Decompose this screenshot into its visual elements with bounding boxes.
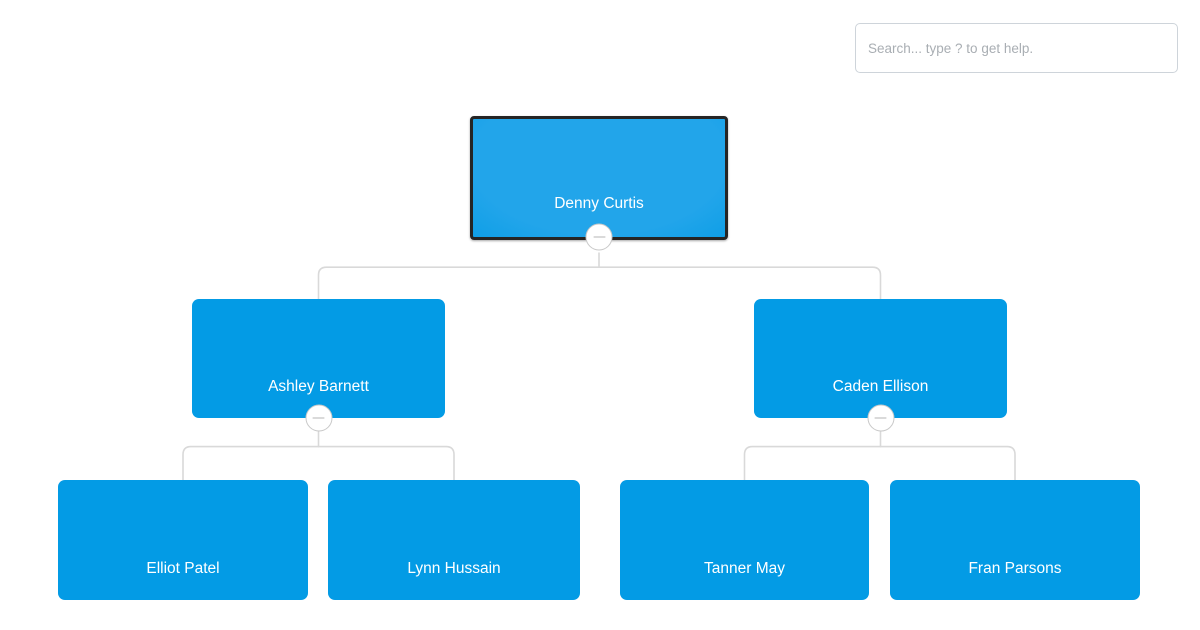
org-link (317, 445, 455, 481)
org-link (182, 445, 320, 481)
org-link (598, 266, 882, 300)
org-link (879, 445, 1016, 481)
search-input[interactable] (855, 23, 1178, 73)
org-node-label: Fran Parsons (968, 559, 1062, 577)
collapse-toggle-caden-ellison[interactable] (867, 404, 894, 432)
org-node-lynn-hussain[interactable]: Lynn Hussain (328, 480, 580, 600)
org-node-label: Lynn Hussain (407, 559, 501, 577)
org-node-denny-curtis[interactable]: Denny Curtis (470, 116, 728, 251)
org-node-caden-ellison[interactable]: Caden Ellison (754, 299, 1007, 432)
org-node-tanner-may[interactable]: Tanner May (620, 480, 869, 600)
org-node-label: Tanner May (704, 559, 785, 577)
org-link (317, 266, 600, 300)
org-node-label: Elliot Patel (146, 559, 220, 577)
minus-icon (312, 417, 325, 419)
minus-icon (593, 236, 605, 238)
collapse-toggle-ashley-barnett[interactable] (305, 404, 332, 432)
minus-icon (874, 417, 887, 419)
org-node-ashley-barnett[interactable]: Ashley Barnett (192, 299, 445, 432)
collapse-toggle-denny-curtis[interactable] (585, 223, 613, 251)
org-link (743, 445, 882, 481)
org-node-elliot-patel[interactable]: Elliot Patel (58, 480, 308, 600)
search-box[interactable] (855, 23, 1178, 73)
org-node-fran-parsons[interactable]: Fran Parsons (890, 480, 1140, 600)
